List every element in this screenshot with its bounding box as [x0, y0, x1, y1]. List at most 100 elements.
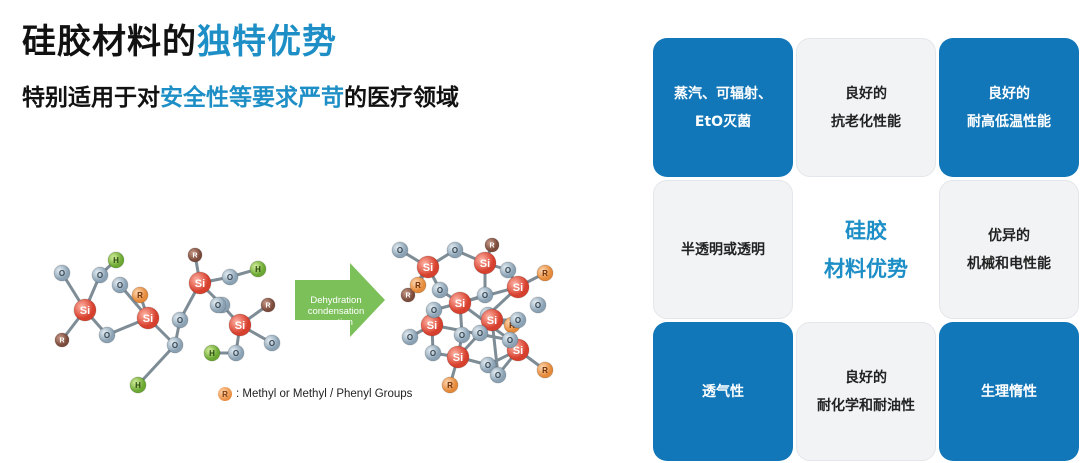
svg-text:O: O	[477, 329, 483, 338]
r-group-atom: R	[484, 237, 500, 253]
silicon-atom: Si	[506, 275, 530, 299]
svg-text:Si: Si	[480, 258, 490, 270]
svg-text:H: H	[209, 349, 215, 358]
svg-text:Si: Si	[195, 278, 205, 290]
svg-text:O: O	[59, 269, 65, 278]
oxygen-atom: O	[476, 286, 494, 304]
advantage-cell-line: 材料优势	[824, 256, 908, 281]
advantage-cell-line: 生理惰性	[981, 383, 1037, 400]
svg-text:O: O	[215, 301, 221, 310]
advantage-cell-line: 耐高低温性能	[967, 113, 1051, 130]
svg-text:O: O	[485, 361, 491, 370]
oxygen-atom: O	[489, 366, 507, 384]
oxygen-atom: O	[171, 311, 189, 329]
svg-text:R: R	[265, 302, 270, 309]
silicon-atom: Si	[448, 291, 472, 315]
advantage-cell: 良好的抗老化性能	[796, 38, 936, 177]
oxygen-atom: O	[509, 311, 527, 329]
svg-text:O: O	[117, 281, 123, 290]
molecule-illustration: OSiOHROSiROHOORSiOHOSiRHOOOOSiRROSiOOSiR…	[53, 237, 554, 394]
svg-text:O: O	[515, 316, 521, 325]
svg-text:O: O	[227, 273, 233, 282]
title-main: 硅胶材料的	[22, 22, 197, 62]
advantage-cell-line: 半透明或透明	[681, 241, 765, 258]
silicon-atom: Si	[228, 313, 252, 337]
svg-text:R: R	[489, 242, 494, 249]
silicon-atom: Si	[473, 251, 497, 275]
advantage-cell: 蒸汽、可辐射、EtO灭菌	[653, 38, 793, 177]
oxygen-atom: O	[431, 281, 449, 299]
oxygen-atom: O	[471, 324, 489, 342]
chemical-bond	[136, 343, 177, 387]
svg-text:R: R	[542, 269, 548, 278]
subtitle-accent: 安全性等要求严苛	[160, 85, 344, 111]
silicon-atom: Si	[480, 308, 504, 332]
svg-text:Si: Si	[513, 345, 523, 357]
advantage-cell-line: EtO灭菌	[694, 113, 752, 130]
oxygen-atom: O	[501, 331, 519, 349]
advantage-cell-line: 抗老化性能	[831, 113, 901, 130]
svg-text:R: R	[192, 252, 197, 259]
oxygen-atom: O	[91, 266, 109, 284]
chemical-bond	[433, 285, 519, 312]
svg-text:Si: Si	[423, 262, 433, 274]
advantage-cell-line: 硅胶	[845, 218, 887, 243]
advantage-cell-line: 良好的	[845, 85, 887, 102]
svg-text:R: R	[405, 292, 410, 299]
title-accent: 独特优势	[197, 22, 337, 62]
oxygen-atom: O	[529, 296, 547, 314]
advantages-center-title: 硅胶材料优势	[796, 180, 936, 319]
svg-text:O: O	[431, 306, 437, 315]
r-group-atom: R	[131, 286, 149, 304]
r-group-atom: R	[400, 287, 416, 303]
oxygen-atom: O	[401, 328, 419, 346]
svg-text:Si: Si	[235, 320, 245, 332]
oxygen-atom: O	[53, 264, 71, 282]
svg-text:O: O	[535, 301, 541, 310]
legend-text: : Methyl or Methyl / Phenyl Groups	[236, 388, 413, 400]
reaction-arrow-label: Dehydration condensation reaction	[298, 295, 374, 328]
r-group-atom: R	[187, 247, 203, 263]
svg-text:H: H	[135, 381, 141, 390]
advantage-cell-line: 耐化学和耐油性	[817, 397, 915, 414]
svg-text:Si: Si	[455, 298, 465, 310]
svg-text:R: R	[447, 381, 453, 390]
r-group-atom: R	[536, 264, 554, 282]
svg-text:R: R	[542, 366, 548, 375]
page-subtitle: 特别适用于对安全性等要求严苛的医疗领域	[22, 78, 459, 112]
r-group-atom: R	[536, 361, 554, 379]
advantage-cell-line: 透气性	[702, 383, 744, 400]
svg-text:O: O	[407, 333, 413, 342]
svg-text:O: O	[397, 246, 403, 255]
hydrogen-atom: H	[203, 344, 221, 362]
oxygen-atom: O	[111, 276, 129, 294]
oxygen-atom: O	[227, 344, 245, 362]
oxygen-atom: O	[424, 344, 442, 362]
svg-text:O: O	[177, 316, 183, 325]
oxygen-atom: O	[221, 268, 239, 286]
svg-text:H: H	[255, 265, 261, 274]
subtitle-pre: 特别适用于对	[22, 85, 160, 111]
svg-text:O: O	[97, 271, 103, 280]
silicon-atom: Si	[188, 271, 212, 295]
advantage-cell: 良好的耐化学和耐油性	[796, 322, 936, 461]
advantage-cell: 良好的耐高低温性能	[939, 38, 1079, 177]
oxygen-atom: O	[499, 261, 517, 279]
silicon-atom: Si	[136, 306, 160, 330]
silicon-atom: Si	[446, 345, 470, 369]
svg-text:O: O	[505, 266, 511, 275]
hydrogen-atom: H	[107, 251, 125, 269]
oxygen-atom: O	[446, 241, 464, 259]
subtitle-post: 的医疗领域	[344, 85, 459, 111]
reaction-arrow	[295, 263, 385, 337]
svg-text:O: O	[172, 341, 178, 350]
oxygen-atom: O	[98, 326, 116, 344]
svg-text:O: O	[430, 349, 436, 358]
svg-text:O: O	[459, 331, 465, 340]
oxygen-atom: O	[166, 336, 184, 354]
oxygen-atom: O	[209, 296, 227, 314]
advantage-cell: 优异的机械和电性能	[939, 180, 1079, 319]
arrow-line-1: Dehydration	[310, 295, 362, 306]
advantage-cell: 半透明或透明	[653, 180, 793, 319]
svg-text:O: O	[452, 246, 458, 255]
